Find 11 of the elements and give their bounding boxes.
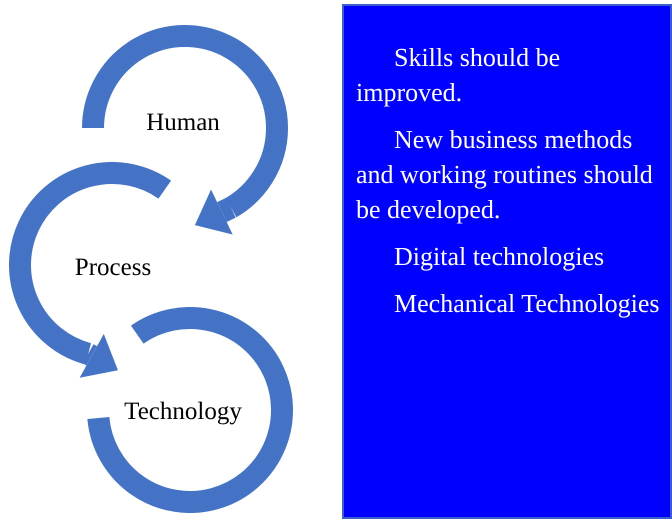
arrow (194, 190, 236, 235)
paragraph-text: Skills should be improved. (356, 42, 562, 109)
ring-node (87, 307, 293, 513)
node-label: Human (146, 109, 220, 137)
arrow (80, 334, 118, 378)
node-label: Process (74, 254, 152, 282)
node-label: Technology (124, 398, 242, 426)
paragraph-text: New business methods and working routines should be developed. (356, 124, 654, 226)
text-panel (342, 4, 672, 519)
paragraph-text: Digital technologies (393, 241, 606, 273)
paragraph-text: Mechanical Technologies (393, 288, 661, 320)
